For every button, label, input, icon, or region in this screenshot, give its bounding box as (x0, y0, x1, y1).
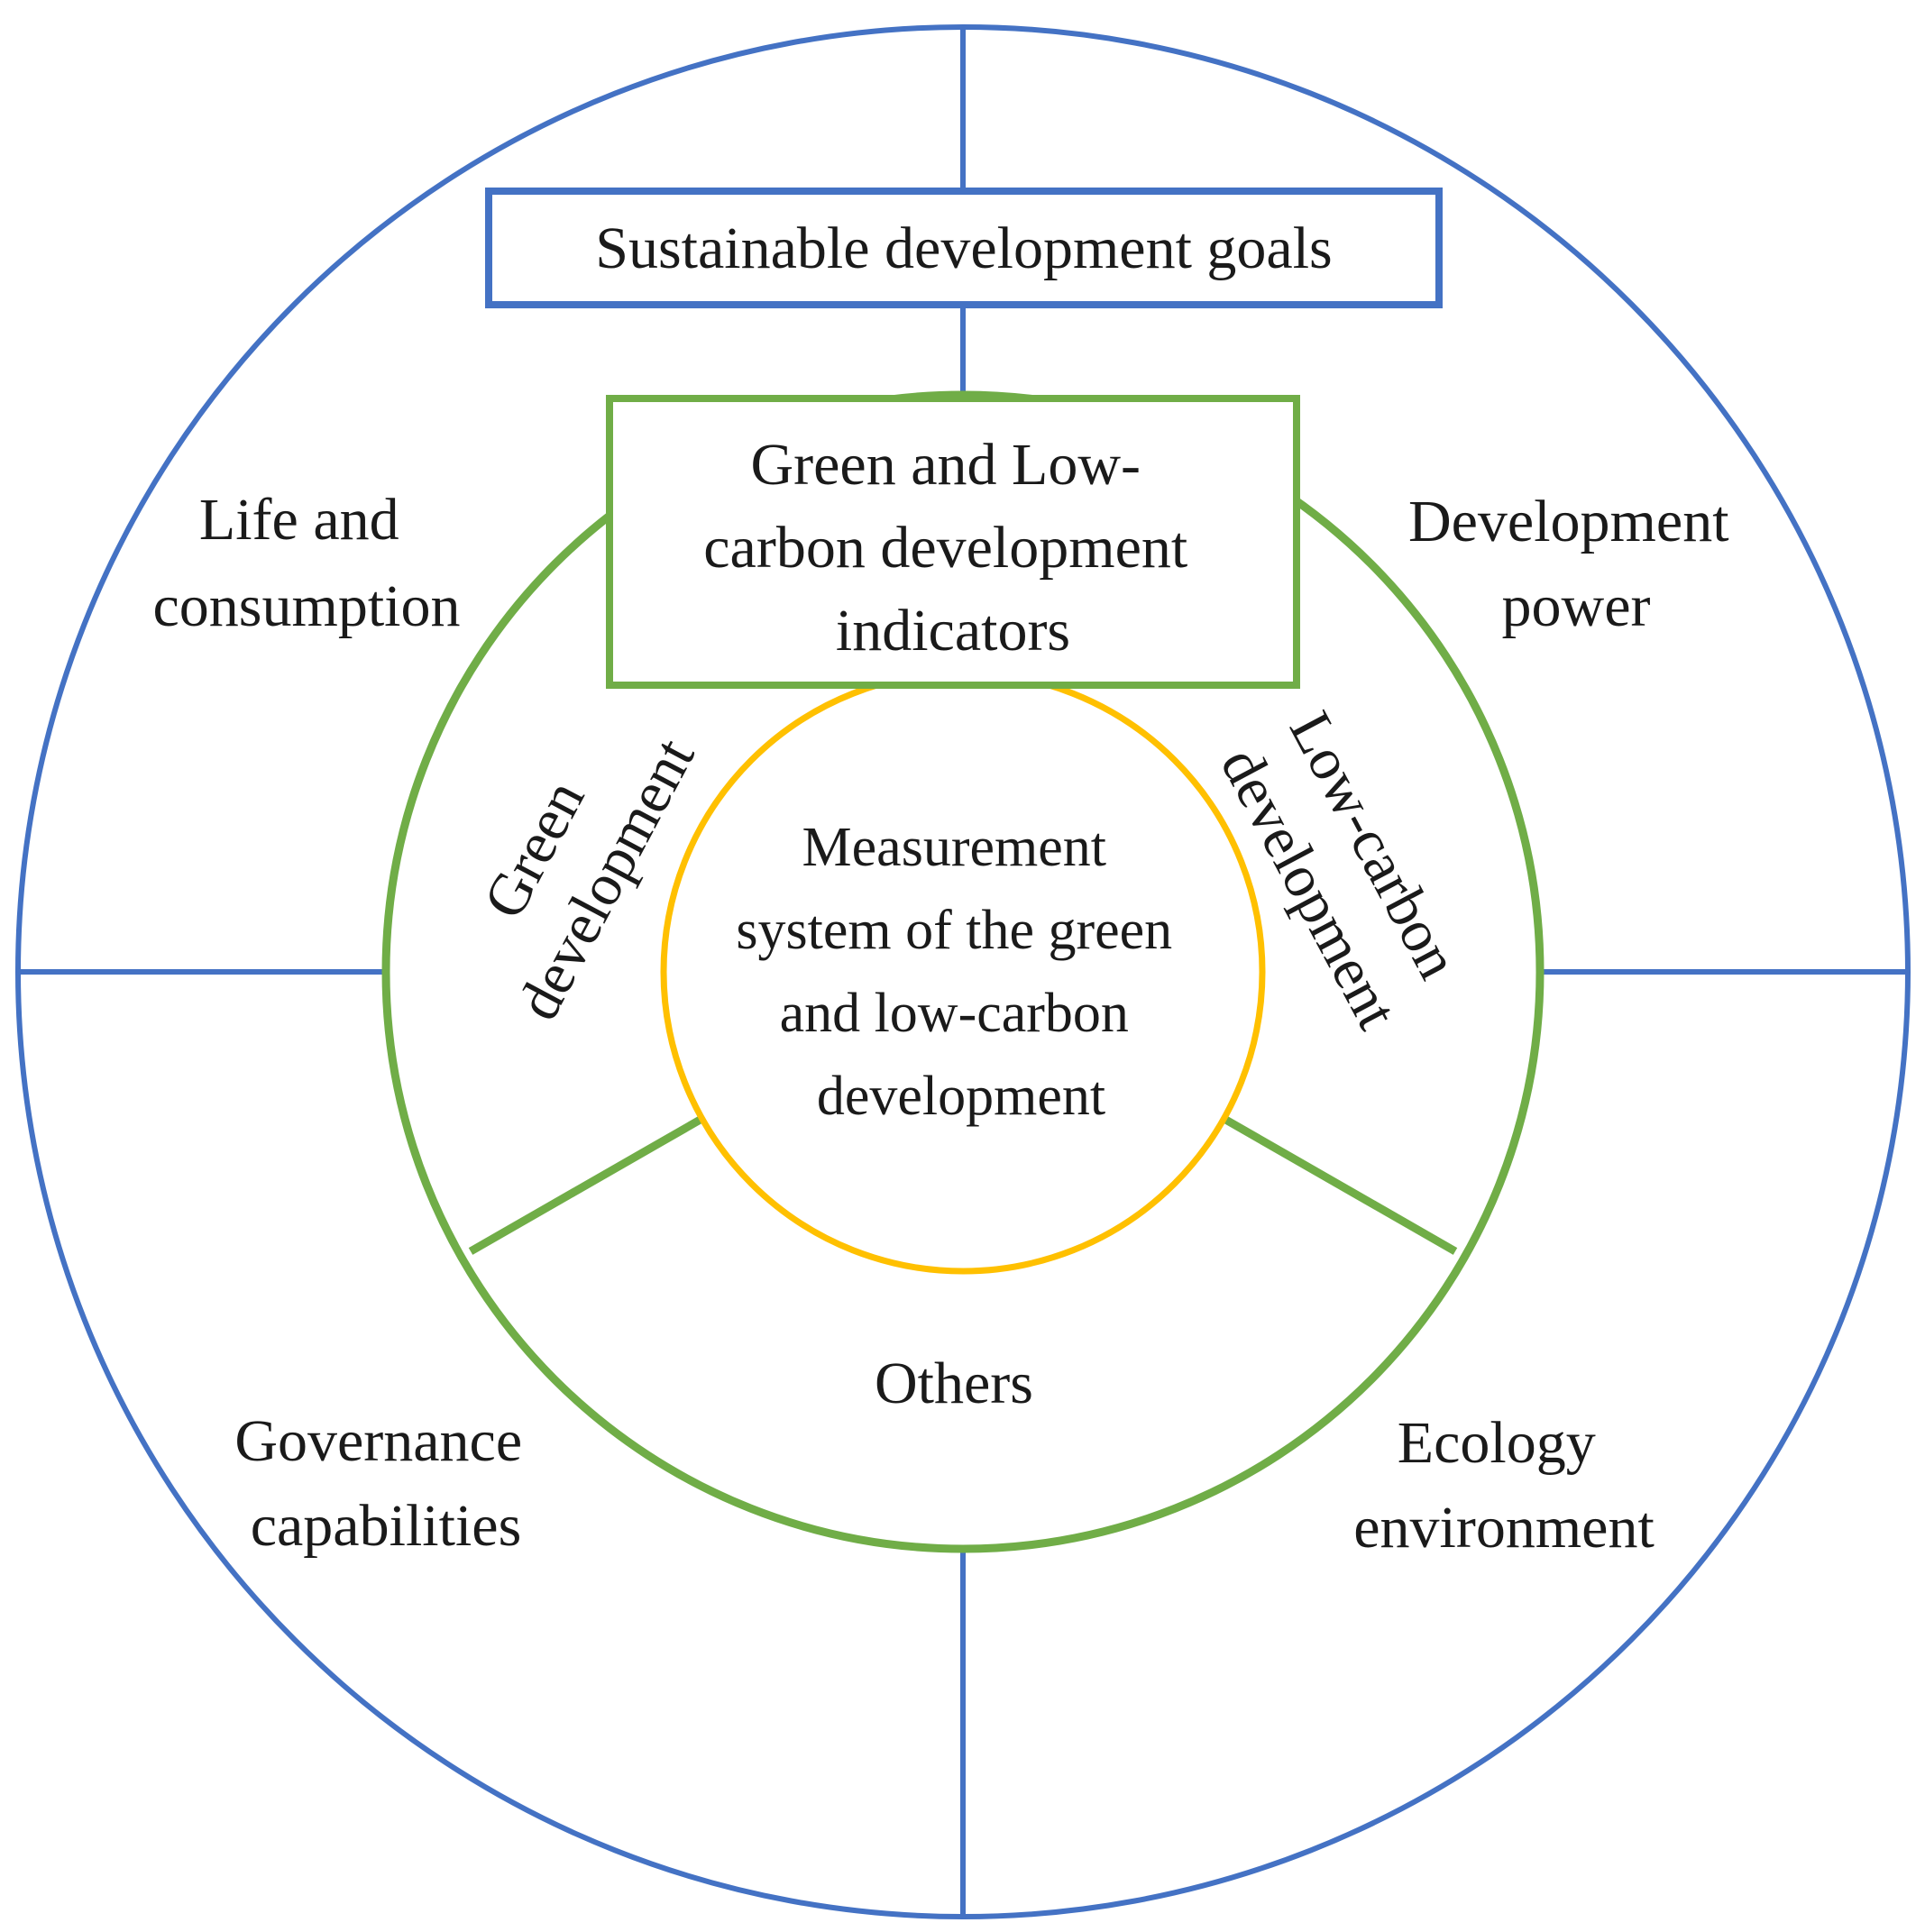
sdg-box: Sustainable development goals (485, 188, 1443, 308)
center-label-line: system of the green (736, 900, 1172, 961)
indicators-line: indicators (836, 598, 1070, 664)
label-line: Life and (199, 487, 399, 553)
label-line: environment (1353, 1495, 1655, 1561)
indicators-line: carbon development (703, 515, 1187, 581)
label-life-and-consumption: Life and consumption (153, 487, 461, 639)
label-line: Governance (234, 1408, 522, 1474)
sdg-box-frame (485, 188, 1443, 308)
outer-ring-group (15, 24, 1911, 1919)
label-line: Development (1408, 489, 1729, 554)
label-development-power: Development power (1408, 489, 1744, 639)
center-label-line: and low-carbon (780, 983, 1129, 1044)
label-ecology-environment: Ecology environment (1353, 1410, 1655, 1561)
label-line: consumption (153, 573, 461, 639)
label-line: capabilities (251, 1493, 522, 1559)
center-label: Measurement system of the green and low-… (736, 817, 1186, 1127)
center-label-line: Measurement (802, 817, 1106, 878)
center-label-line: development (817, 1066, 1105, 1127)
indicators-box-label: Green and Low- carbon development indica… (703, 432, 1202, 664)
center-circle (660, 669, 1266, 1275)
label-line: power (1502, 573, 1651, 639)
indicators-box: Green and Low- carbon development indica… (606, 395, 1300, 689)
label-governance-capabilities: Governance capabilities (234, 1408, 536, 1559)
divider-middle-right (1220, 1114, 1458, 1255)
label-others: Others (875, 1351, 1033, 1416)
label-line: Ecology (1398, 1410, 1596, 1476)
indicators-line: Green and Low- (751, 432, 1141, 498)
indicators-box-frame (606, 395, 1300, 689)
sdg-box-label: Sustainable development goals (595, 215, 1333, 281)
divider-middle-left (468, 1114, 706, 1255)
